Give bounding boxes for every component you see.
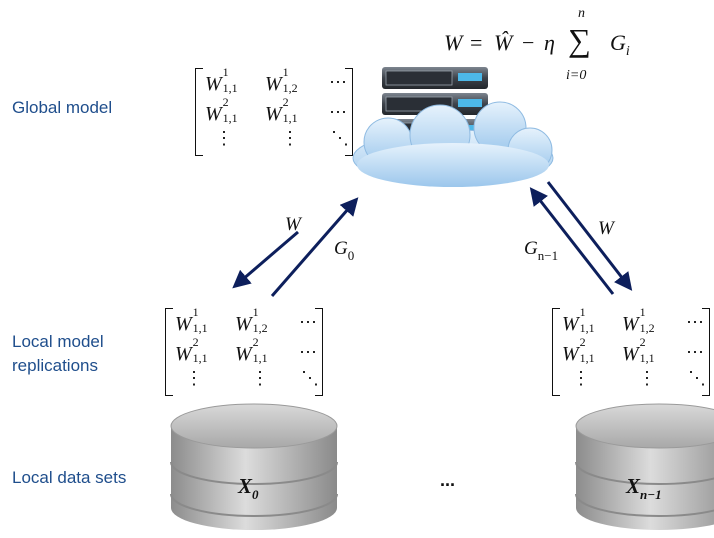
dataset-label-left: X0 [238,474,259,502]
formula-term-g: G [610,30,626,55]
dataset-label-right-sub: n−1 [640,487,662,502]
matrix-vdots: ⋮ [638,368,656,388]
global-model-label: Global model [12,98,113,117]
dataset-label-right: Xn−1 [626,474,662,502]
matrix-vdots: ⋮ [572,368,590,388]
arrow-label-g0: G0 [334,238,355,263]
matrix-hdots: ⋯ [299,312,317,332]
arrow-down-right [546,181,633,291]
arrow-label-g0-sub: 0 [347,248,355,263]
formula-equals: = [470,30,483,55]
matrix-right-bracket [315,308,323,396]
arrow-label-gn1-sub: n−1 [537,248,559,263]
formula-minus: − [522,30,535,55]
formula-sum-upper: n [578,6,585,21]
matrix-ddots: ⋱ [331,128,349,148]
cloud-icon [352,101,554,187]
dataset-label-left-main: X [238,474,253,498]
arrow-label-gn1: Gn−1 [524,238,559,263]
formula-sum: ∑ [568,22,591,58]
database-icon-left [170,403,338,530]
aggregation-formula: W = Ŵ − η n ∑ i=0 Gi [444,6,714,92]
matrix-hdots: ⋯ [686,342,704,362]
formula-sum-lower: i=0 [566,68,587,83]
matrix-hdots: ⋯ [299,342,317,362]
arrow-label-g0-main: G [334,238,348,259]
database-icon-right [575,403,714,530]
matrix-left-bracket [195,68,203,156]
matrix-ddots: ⋱ [301,368,319,388]
local-model-label: Local model replications [12,330,104,378]
dataset-label-left-sub: 0 [252,487,259,502]
dataset-label-right-main: X [626,474,641,498]
matrix-vdots: ⋮ [185,368,203,388]
matrix-hdots: ⋯ [686,312,704,332]
matrix-hdots: ⋯ [329,72,347,92]
arrow-down-left [232,230,299,289]
arrow-label-w-left: W [285,214,301,235]
arrow-label-gn1-main: G [524,238,538,259]
local-model-label-line1: Local model [12,332,104,351]
matrix-vdots: ⋮ [251,368,269,388]
matrix-vdots: ⋮ [215,128,233,148]
formula-eta: η [544,30,555,55]
arrow-label-w-right: W [598,218,614,239]
matrix-hdots: ⋯ [329,102,347,122]
matrix-left-bracket [165,308,173,396]
formula-what: Ŵ [494,30,513,55]
local-data-sets-label: Local data sets [12,468,127,487]
formula-term-sub: i [625,44,630,59]
matrix-left-bracket [552,308,560,396]
datasets-ellipsis: ... [440,470,456,490]
matrix-right-bracket [702,308,710,396]
matrix-ddots: ⋱ [688,368,706,388]
local-model-label-line2: replications [12,356,98,375]
formula-lhs: W [444,30,463,55]
matrix-right-bracket [345,68,353,156]
matrix-vdots: ⋮ [281,128,299,148]
formula-term: Gi [610,30,630,59]
